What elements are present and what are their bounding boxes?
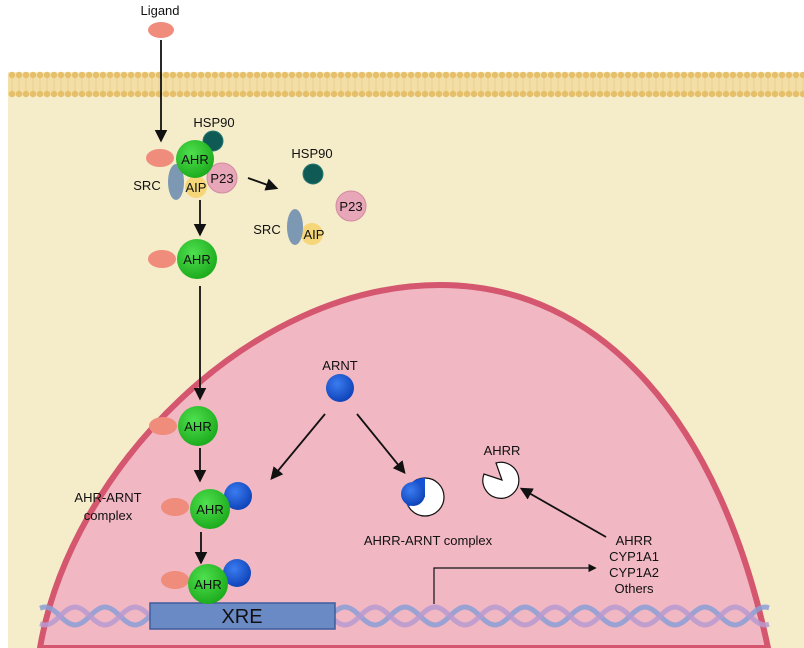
ahrr-label: AHRR	[484, 443, 521, 458]
ahrr-arnt-complex-shape	[401, 477, 445, 517]
ahr-molecule	[190, 489, 230, 529]
ahr-label: AHR	[194, 577, 221, 592]
arnt-molecule	[326, 374, 354, 402]
ahr-ligand-nucleus: AHR	[149, 406, 218, 446]
dissociated-chaperones: HSP90 P23 AIP SRC	[253, 146, 367, 245]
src-free-label: SRC	[253, 222, 280, 237]
ligand-label: Ligand	[140, 3, 179, 18]
arrow-dissociation	[247, 177, 279, 191]
ahr-molecule	[177, 239, 217, 279]
ahr-ligand-cytoplasm: AHR	[148, 239, 217, 279]
ahr-arnt-complex: AHR	[161, 482, 252, 529]
ahr-arnt-on-dna: AHR	[161, 559, 251, 604]
ligand-molecule	[146, 149, 174, 167]
ahr-label: AHR	[183, 252, 210, 267]
ahr-label: AHR	[181, 152, 208, 167]
arnt-molecule	[224, 482, 252, 510]
ahr-label: AHR	[184, 419, 211, 434]
aip-free-label: AIP	[304, 227, 325, 242]
hsp90-free-label: HSP90	[291, 146, 332, 161]
ligand-molecule	[161, 498, 189, 516]
arrow-gene-to-ahrr	[519, 487, 607, 538]
ahr-molecule	[178, 406, 218, 446]
p23-free-label: P23	[339, 199, 362, 214]
arnt-label: ARNT	[322, 358, 357, 373]
hsp90-label: HSP90	[193, 115, 234, 130]
aip-molecule	[185, 176, 207, 198]
p23-free-molecule	[335, 190, 367, 222]
ahr-molecule	[188, 564, 228, 604]
src-molecule	[168, 164, 184, 200]
arrow-transcription	[433, 563, 597, 604]
ahr-arnt-complex-label-line1: AHR-ARNT	[74, 490, 141, 505]
target-gene-item: Others	[614, 581, 654, 596]
ahr-label: AHR	[196, 502, 223, 517]
hsp90-free-molecule	[302, 163, 324, 185]
arnt-molecule	[223, 559, 251, 587]
src-free-molecule	[287, 209, 303, 245]
xre-label: XRE	[221, 606, 262, 628]
p23-molecule	[206, 162, 238, 194]
target-gene-list: AHRR CYP1A1 CYP1A2 Others	[609, 533, 659, 596]
ligand-molecule	[148, 250, 176, 268]
ahrr-molecule	[482, 461, 520, 499]
src-label: SRC	[133, 178, 160, 193]
ahrr-arnt-complex-label: AHRR-ARNT complex	[364, 533, 493, 548]
target-gene-item: AHRR	[616, 533, 653, 548]
target-gene-item: CYP1A1	[609, 549, 659, 564]
ligand-molecule	[149, 417, 177, 435]
ahr-chaperone-complex: AHR AIP P23 HSP90 SRC	[133, 115, 238, 200]
xre-box	[149, 602, 336, 630]
ahr-arnt-complex-label-line2: complex	[84, 508, 133, 523]
arrow-arnt-to-ahr	[270, 413, 326, 480]
cell-membrane	[8, 71, 804, 98]
aip-free-molecule	[301, 223, 323, 245]
aip-label: AIP	[186, 180, 207, 195]
target-gene-item: CYP1A2	[609, 565, 659, 580]
ligand-molecule	[148, 22, 174, 38]
arrow-arnt-to-ahrr	[356, 413, 406, 474]
p23-label: P23	[210, 171, 233, 186]
ahr-molecule	[176, 140, 214, 178]
ligand-molecule	[161, 571, 189, 589]
